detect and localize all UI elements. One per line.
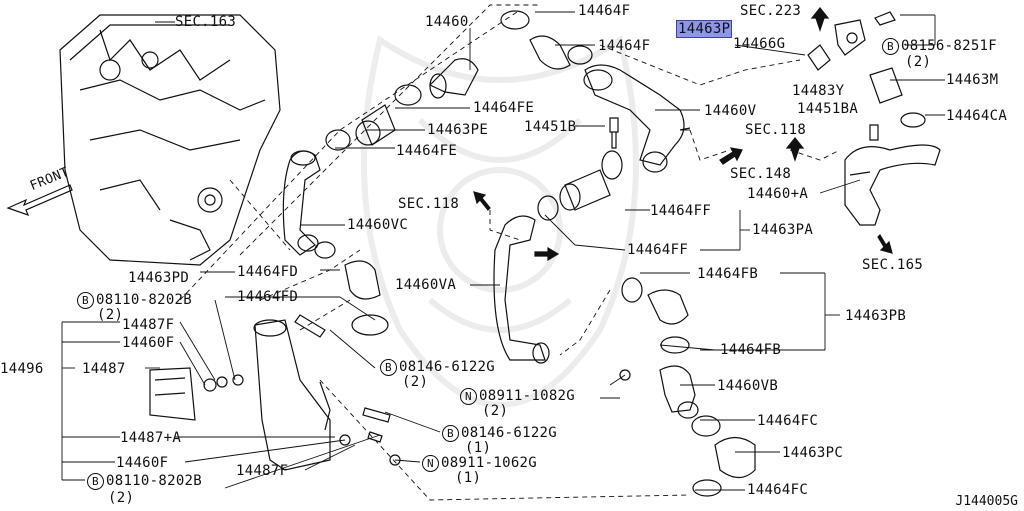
nut-marker-icon: N	[422, 455, 439, 472]
label-14496: 14496	[0, 361, 44, 377]
label-14460va: 14460VA	[395, 277, 457, 293]
label-14463p-highlighted[interactable]: 14463P	[675, 20, 733, 38]
label-14463pa: 14463PA	[752, 222, 814, 238]
part-number: 08911-1062G	[441, 455, 538, 471]
front-arrow-icon	[6, 184, 73, 217]
label-14464ca: 14464CA	[946, 108, 1008, 124]
label-14464fb: 14464FB	[697, 266, 759, 282]
label-14483y: 14483Y	[792, 83, 845, 99]
part-number: 08110-8202B	[96, 292, 193, 308]
label-14463pc: 14463PC	[782, 445, 844, 461]
label-qty: (2)	[402, 374, 429, 390]
label-qty: (1)	[465, 440, 492, 456]
label-14464fd: 14464FD	[237, 264, 299, 280]
label-14460f-2: 14460F	[116, 455, 169, 471]
label-14460vc: 14460VC	[347, 217, 409, 233]
label-14466g: 14466G	[733, 36, 786, 52]
label-14464ff: 14464FF	[650, 203, 712, 219]
label-sec165: SEC.165	[862, 257, 924, 273]
nut-marker-icon: N	[460, 388, 477, 405]
label-qty: (2)	[97, 307, 124, 323]
label-14451b: 14451B	[524, 119, 577, 135]
label-14464fe-2: 14464FE	[396, 143, 458, 159]
label-qty: (2)	[482, 403, 509, 419]
label-14487f-2: 14487F	[236, 463, 289, 479]
bolt-marker-icon: B	[77, 292, 94, 309]
label-14464fe: 14464FE	[473, 100, 535, 116]
part-number: 08146-6122G	[399, 359, 496, 375]
part-number: 08911-1082G	[479, 388, 576, 404]
label-14464f: 14464F	[598, 38, 651, 54]
label-14460vb: 14460VB	[717, 378, 779, 394]
label-14464fd-2: 14464FD	[237, 289, 299, 305]
label-14487: 14487	[82, 361, 126, 377]
part-number: 08146-6122G	[461, 425, 558, 441]
label-14464fc: 14464FC	[757, 413, 819, 429]
label-14463pd: 14463PD	[128, 270, 190, 286]
label-sec163: SEC.163	[175, 14, 237, 30]
part-number: 08156-8251F	[901, 38, 998, 54]
label-14463pb: 14463PB	[845, 308, 907, 324]
label-14487f: 14487F	[122, 317, 175, 333]
label-qty: (1)	[455, 470, 482, 486]
label-14463m: 14463M	[946, 72, 999, 88]
label-qty: (2)	[905, 54, 932, 70]
label-sec118-left: SEC.118	[398, 196, 460, 212]
dashed-guides	[179, 4, 841, 501]
label-14460: 14460	[425, 14, 469, 30]
label-14464fb-2: 14464FB	[720, 342, 782, 358]
label-sec148: SEC.148	[730, 166, 792, 182]
label-14464f-top: 14464F	[578, 3, 631, 19]
direction-arrows	[473, 7, 893, 262]
bolt-marker-icon: B	[380, 359, 397, 376]
bolt-marker-icon: B	[882, 38, 899, 55]
label-qty: (2)	[108, 490, 135, 506]
bolt-marker-icon: B	[442, 425, 459, 442]
label-14460v: 14460V	[704, 103, 757, 119]
label-14487a: 14487+A	[120, 430, 182, 446]
label-14451ba: 14451BA	[797, 101, 859, 117]
watermark-emblem	[361, 35, 639, 408]
hose-pipe-illustrations	[149, 10, 941, 497]
engine-block-illustration	[59, 14, 281, 266]
label-14464ff-2: 14464FF	[627, 242, 689, 258]
bolt-marker-icon: B	[87, 473, 104, 490]
label-14460a: 14460+A	[747, 186, 809, 202]
label-sec223: SEC.223	[740, 3, 802, 19]
label-14464fc-2: 14464FC	[747, 482, 809, 498]
label-sec118-right: SEC.118	[745, 122, 807, 138]
label-14460f: 14460F	[122, 335, 175, 351]
part-number: 08110-8202B	[106, 473, 203, 489]
label-14463pe: 14463PE	[427, 122, 489, 138]
diagram-code: J144005G	[955, 494, 1018, 509]
